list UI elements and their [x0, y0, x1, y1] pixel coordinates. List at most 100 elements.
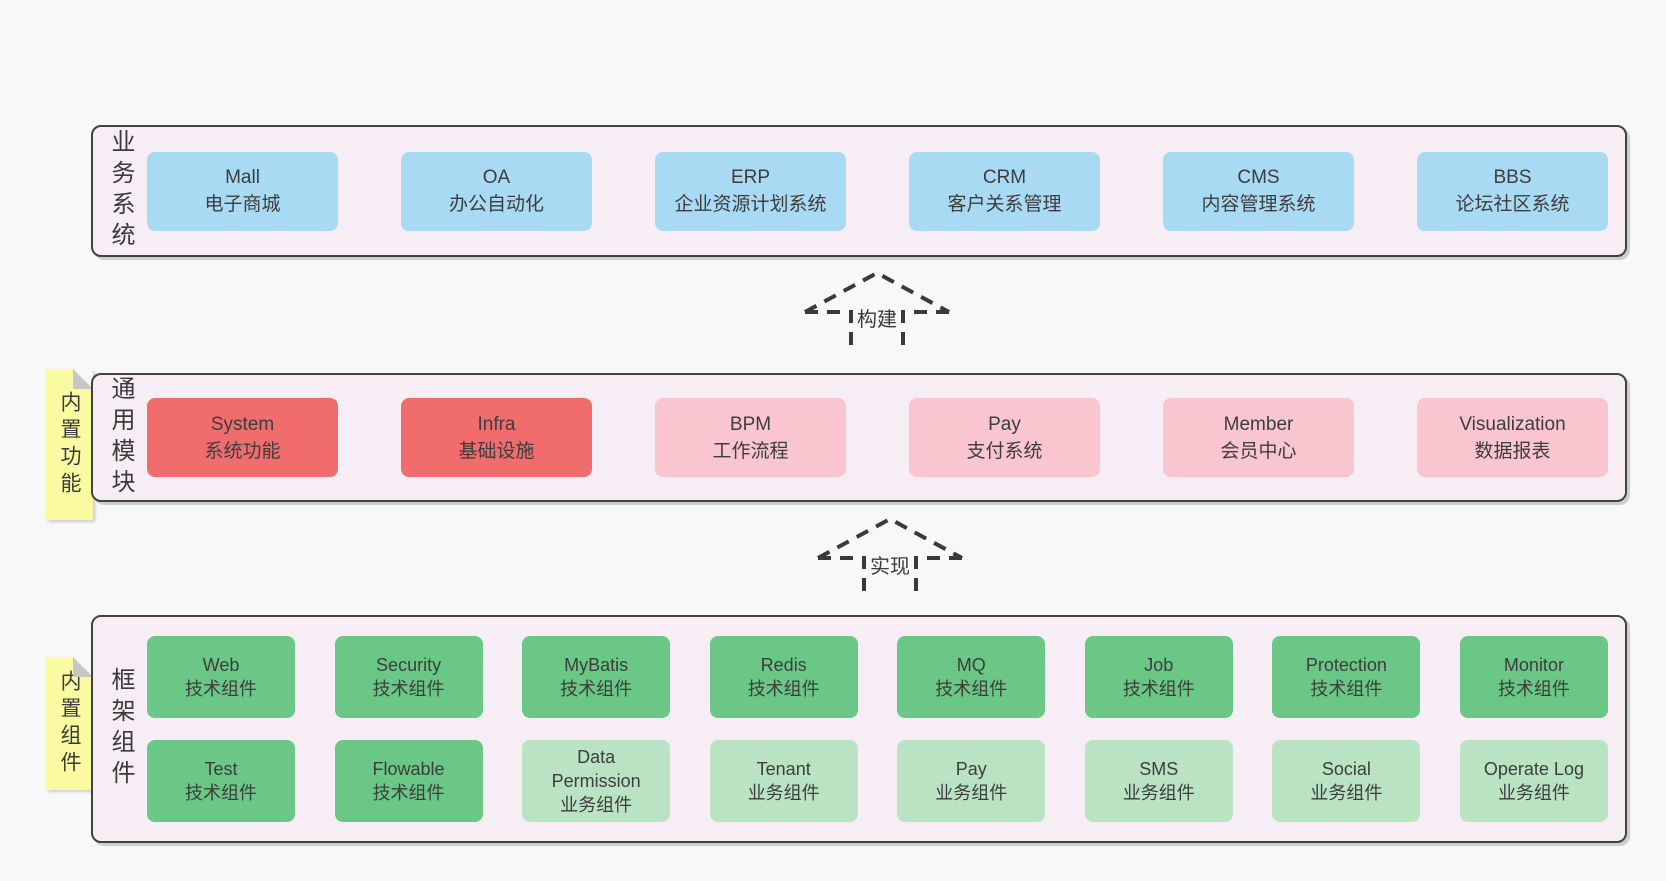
box-infra: Infra 基础设施 — [401, 398, 592, 477]
band-label-container: 框架组件 — [93, 617, 147, 841]
arrow-implement-label: 实现 — [815, 549, 965, 580]
box-subtitle: 办公自动化 — [448, 194, 544, 215]
box-oa: OA 办公自动化 — [401, 151, 592, 231]
box-title: Data Permission — [551, 747, 641, 791]
box-title: MQ — [956, 655, 986, 675]
box-mall: Mall 电子商城 — [147, 151, 338, 231]
box-redis: Redis 技术组件 — [709, 636, 858, 718]
box-subtitle: 客户关系管理 — [947, 194, 1062, 215]
box-title: Job — [1144, 655, 1174, 675]
box-subtitle: 业务组件 — [935, 783, 1008, 803]
box-subtitle: 技术组件 — [1497, 679, 1570, 699]
box-tenant: Tenant 业务组件 — [709, 740, 858, 822]
box-subtitle: 支付系统 — [966, 440, 1043, 462]
box-test: Test 技术组件 — [147, 740, 295, 822]
box-monitor: Monitor 技术组件 — [1459, 636, 1608, 718]
box-title: Monitor — [1503, 655, 1564, 675]
box-title: Web — [202, 655, 240, 675]
box-title: ERP — [730, 167, 771, 188]
business-boxes-row: Mall 电子商城 OA 办公自动化 ERP 企业资源计划系统 CRM 客户关系… — [147, 127, 1625, 255]
box-subtitle: 业务组件 — [1497, 783, 1570, 803]
box-title: Member — [1223, 413, 1294, 435]
box-title: OA — [482, 167, 511, 188]
box-subtitle: 技术组件 — [372, 679, 445, 699]
box-subtitle: 技术组件 — [1122, 679, 1195, 699]
module-boxes-row: System 系统功能 Infra 基础设施 BPM 工作流程 Pay 支付系统… — [147, 375, 1625, 500]
box-title: CRM — [982, 167, 1027, 188]
band-common-modules: 通用模块 System 系统功能 Infra 基础设施 BPM 工作流程 Pay… — [91, 373, 1627, 502]
box-mq: MQ 技术组件 — [897, 636, 1046, 718]
box-subtitle: 技术组件 — [560, 679, 633, 699]
box-subtitle: 基础设施 — [458, 440, 535, 462]
box-title: Infra — [477, 413, 516, 435]
box-sms: SMS 业务组件 — [1084, 740, 1233, 822]
box-subtitle: 技术组件 — [372, 783, 445, 803]
sticky-note-built-in-components: 内置组件 — [46, 657, 93, 790]
box-bpm: BPM 工作流程 — [655, 398, 846, 477]
box-protection: Protection 技术组件 — [1272, 636, 1421, 718]
box-subtitle: 业务组件 — [560, 795, 633, 815]
box-subtitle: 会员中心 — [1220, 440, 1297, 462]
box-flowable: Flowable 技术组件 — [334, 740, 483, 822]
box-title: Pay — [955, 759, 987, 779]
band-business-systems: 业务系统 Mall 电子商城 OA 办公自动化 ERP 企业资源计划系统 CRM… — [91, 125, 1627, 257]
box-title: Test — [204, 759, 238, 779]
band-label: 业务系统 — [107, 129, 134, 253]
box-subtitle: 技术组件 — [185, 783, 257, 803]
box-bbs: BBS 论坛社区系统 — [1417, 151, 1608, 231]
box-pay: Pay 支付系统 — [909, 398, 1100, 477]
box-title: BBS — [1493, 167, 1532, 188]
box-title: Redis — [760, 655, 807, 675]
box-mybatis: MyBatis 技术组件 — [522, 636, 671, 718]
box-title: Security — [376, 655, 442, 675]
box-title: Protection — [1305, 655, 1387, 675]
arrow-up-icon — [804, 270, 950, 346]
box-subtitle: 内容管理系统 — [1201, 194, 1316, 215]
box-title: BPM — [729, 413, 772, 435]
box-title: Operate Log — [1483, 759, 1584, 779]
box-title: Pay — [988, 413, 1021, 435]
box-subtitle: 技术组件 — [935, 679, 1008, 699]
band-label: 通用模块 — [107, 375, 134, 500]
band-framework-components: 框架组件 Web 技术组件 Security 技术组件 MyBatis 技术组件… — [91, 615, 1627, 843]
arrow-up-icon — [817, 516, 963, 592]
box-subtitle: 企业资源计划系统 — [674, 194, 827, 215]
box-visualization: Visualization 数据报表 — [1417, 398, 1608, 477]
box-subtitle: 技术组件 — [747, 679, 820, 699]
box-subtitle: 业务组件 — [1122, 783, 1195, 803]
component-rows: Web 技术组件 Security 技术组件 MyBatis 技术组件 Redi… — [147, 617, 1625, 841]
folded-corner-icon — [73, 369, 93, 389]
box-pay-biz: Pay 业务组件 — [897, 740, 1046, 822]
box-cms: CMS 内容管理系统 — [1163, 151, 1354, 231]
box-job: Job 技术组件 — [1084, 636, 1233, 718]
box-subtitle: 电子商城 — [204, 194, 281, 215]
band-label-container: 通用模块 — [93, 375, 147, 500]
band-label: 框架组件 — [107, 667, 134, 791]
band-label-container: 业务系统 — [93, 127, 147, 255]
sticky-note-label: 内置功能 — [58, 390, 81, 499]
box-subtitle: 工作流程 — [712, 440, 789, 462]
box-erp: ERP 企业资源计划系统 — [655, 151, 846, 231]
folded-corner-icon — [73, 657, 93, 677]
box-subtitle: 业务组件 — [747, 783, 820, 803]
box-crm: CRM 客户关系管理 — [909, 151, 1100, 231]
box-member: Member 会员中心 — [1163, 398, 1354, 477]
box-security: Security 技术组件 — [334, 636, 483, 718]
box-subtitle: 业务组件 — [1310, 783, 1383, 803]
box-title: Visualization — [1459, 413, 1566, 435]
box-subtitle: 系统功能 — [204, 440, 281, 462]
box-subtitle: 论坛社区系统 — [1455, 194, 1570, 215]
box-title: Tenant — [756, 759, 811, 779]
biz-components-row: Test 技术组件 Flowable 技术组件 Data Permission … — [147, 740, 1608, 822]
box-web: Web 技术组件 — [147, 636, 295, 718]
box-social: Social 业务组件 — [1272, 740, 1421, 822]
arrow-implement — [815, 514, 965, 599]
box-title: Social — [1321, 759, 1371, 779]
arrow-build — [802, 268, 952, 353]
arrow-build-label: 构建 — [802, 302, 952, 333]
box-title: SMS — [1139, 759, 1179, 779]
box-title: Mall — [225, 167, 260, 188]
box-title: System — [210, 413, 275, 435]
box-system: System 系统功能 — [147, 398, 338, 477]
